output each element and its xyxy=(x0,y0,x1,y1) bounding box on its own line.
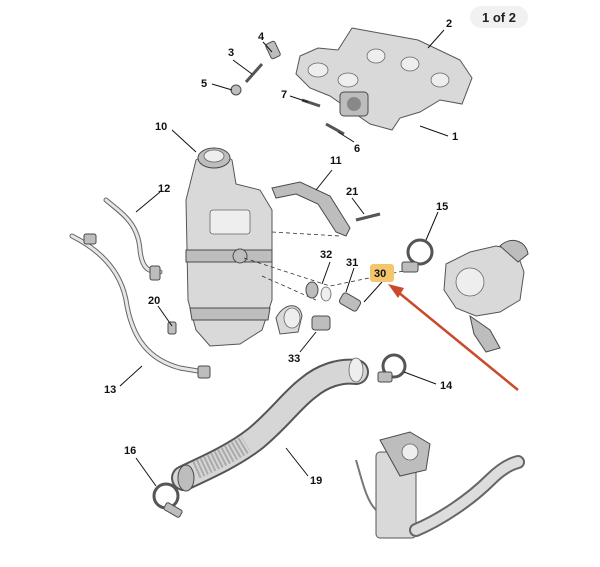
callout-14: 14 xyxy=(440,380,453,392)
egr-pipes xyxy=(69,197,211,379)
support-bracket xyxy=(271,181,351,237)
page-indicator-badge: 1 of 2 xyxy=(470,6,528,28)
highlight-tag-30 xyxy=(370,264,394,282)
red-pointer-arrow xyxy=(388,284,519,391)
clamp-14 xyxy=(377,353,407,383)
callout-21: 21 xyxy=(346,186,358,198)
callout-6: 6 xyxy=(354,143,360,155)
callout-11: 11 xyxy=(330,155,342,167)
callout-5: 5 xyxy=(201,78,207,90)
callout-2: 2 xyxy=(446,18,452,30)
assembly-overview-thumbnail xyxy=(355,431,525,539)
callout-20: 20 xyxy=(148,295,160,307)
clamp-16 xyxy=(152,482,183,518)
callout-31: 31 xyxy=(346,257,358,269)
callout-19: 19 xyxy=(310,475,322,487)
front-exhaust-pipe xyxy=(171,357,369,492)
callout-33: 33 xyxy=(288,353,300,365)
callout-12: 12 xyxy=(158,183,170,195)
callout-30: 30 xyxy=(374,268,386,280)
particulate-filter-body xyxy=(185,147,303,347)
callout-1: 1 xyxy=(452,131,458,143)
manifold-studs xyxy=(230,40,345,136)
exhaust-manifold xyxy=(295,27,473,131)
leader-lines xyxy=(119,29,449,487)
bolt-21 xyxy=(355,212,381,222)
turbocharger xyxy=(443,239,529,353)
callout-3: 3 xyxy=(228,47,234,59)
callout-10: 10 xyxy=(155,121,167,133)
callout-4: 4 xyxy=(258,31,265,43)
small-fittings xyxy=(305,281,362,331)
callout-15: 15 xyxy=(436,201,448,213)
clamp-15 xyxy=(401,238,434,273)
callout-16: 16 xyxy=(124,445,136,457)
callout-7: 7 xyxy=(281,89,287,101)
callout-32: 32 xyxy=(320,249,332,261)
callout-13: 13 xyxy=(104,384,116,396)
